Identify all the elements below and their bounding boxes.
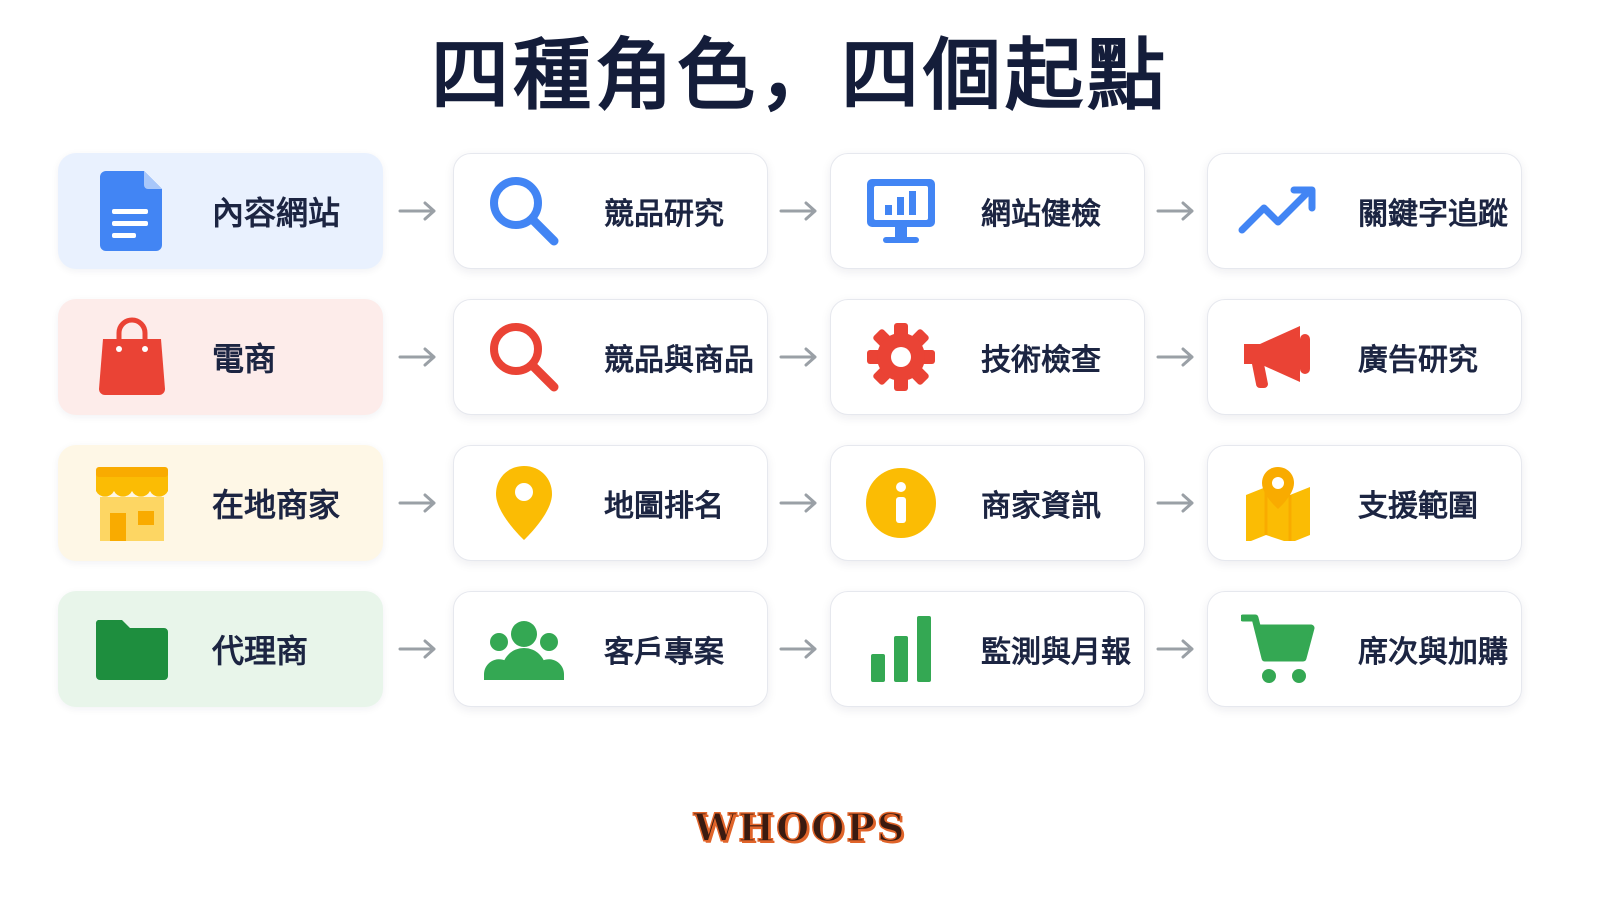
step-label: 監測與月報 <box>981 635 1131 670</box>
step-label: 席次與加購 <box>1358 635 1508 670</box>
trending-up-icon <box>1238 171 1318 251</box>
step-label: 關鍵字追蹤 <box>1358 197 1508 232</box>
cart-icon <box>1238 609 1318 689</box>
arrow-icon <box>768 445 830 561</box>
step-card: 監測與月報 <box>830 591 1145 707</box>
step-label: 競品研究 <box>604 197 724 232</box>
step-card: 關鍵字追蹤 <box>1207 153 1522 269</box>
gear-icon <box>861 317 941 397</box>
arrow-icon <box>383 445 453 561</box>
arrow-icon <box>1145 591 1207 707</box>
page-title: 四種角色，四個起點 <box>430 31 1169 121</box>
arrow-icon <box>383 299 453 415</box>
role-card-content-site: 內容網站 <box>58 153 383 269</box>
step-card: 支援範圍 <box>1207 445 1522 561</box>
bar-chart-icon <box>861 609 941 689</box>
step-card: 商家資訊 <box>830 445 1145 561</box>
step-card: 地圖排名 <box>453 445 768 561</box>
document-icon <box>92 171 172 251</box>
step-card: 技術檢查 <box>830 299 1145 415</box>
role-label: 內容網站 <box>212 194 341 232</box>
step-card: 競品與商品 <box>453 299 768 415</box>
step-label: 競品與商品 <box>604 343 754 378</box>
role-card-agency: 代理商 <box>58 591 383 707</box>
step-label: 支援範圍 <box>1358 489 1478 524</box>
whoops-logo: WHOOPS <box>693 804 907 851</box>
step-label: 技術檢查 <box>981 343 1101 378</box>
role-card-ecommerce: 電商 <box>58 299 383 415</box>
step-card: 競品研究 <box>453 153 768 269</box>
monitor-chart-icon <box>861 171 941 251</box>
megaphone-icon <box>1238 317 1318 397</box>
step-label: 客戶專案 <box>604 635 724 670</box>
role-label: 在地商家 <box>212 486 341 524</box>
arrow-icon <box>768 299 830 415</box>
role-flow-grid: 內容網站 競品研究 網站健檢 關鍵字追蹤 電商 競品與商品 <box>58 152 1522 708</box>
search-icon <box>484 317 564 397</box>
role-label: 電商 <box>212 340 277 378</box>
map-pin-icon <box>484 463 564 543</box>
step-card: 網站健檢 <box>830 153 1145 269</box>
arrow-icon <box>1145 299 1207 415</box>
role-label: 代理商 <box>212 632 309 670</box>
step-card: 席次與加購 <box>1207 591 1522 707</box>
map-icon <box>1238 463 1318 543</box>
arrow-icon <box>768 153 830 269</box>
info-icon <box>861 463 941 543</box>
step-card: 廣告研究 <box>1207 299 1522 415</box>
arrow-icon <box>1145 445 1207 561</box>
storefront-icon <box>92 463 172 543</box>
step-label: 地圖排名 <box>604 489 724 524</box>
arrow-icon <box>768 591 830 707</box>
search-icon <box>484 171 564 251</box>
arrow-icon <box>1145 153 1207 269</box>
step-card: 客戶專案 <box>453 591 768 707</box>
step-label: 網站健檢 <box>981 197 1101 232</box>
step-label: 廣告研究 <box>1358 343 1478 378</box>
arrow-icon <box>383 153 453 269</box>
users-icon <box>484 609 564 689</box>
arrow-icon <box>383 591 453 707</box>
role-card-local-business: 在地商家 <box>58 445 383 561</box>
shopping-bag-icon <box>92 317 172 397</box>
folder-icon <box>92 609 172 689</box>
step-label: 商家資訊 <box>981 489 1101 524</box>
